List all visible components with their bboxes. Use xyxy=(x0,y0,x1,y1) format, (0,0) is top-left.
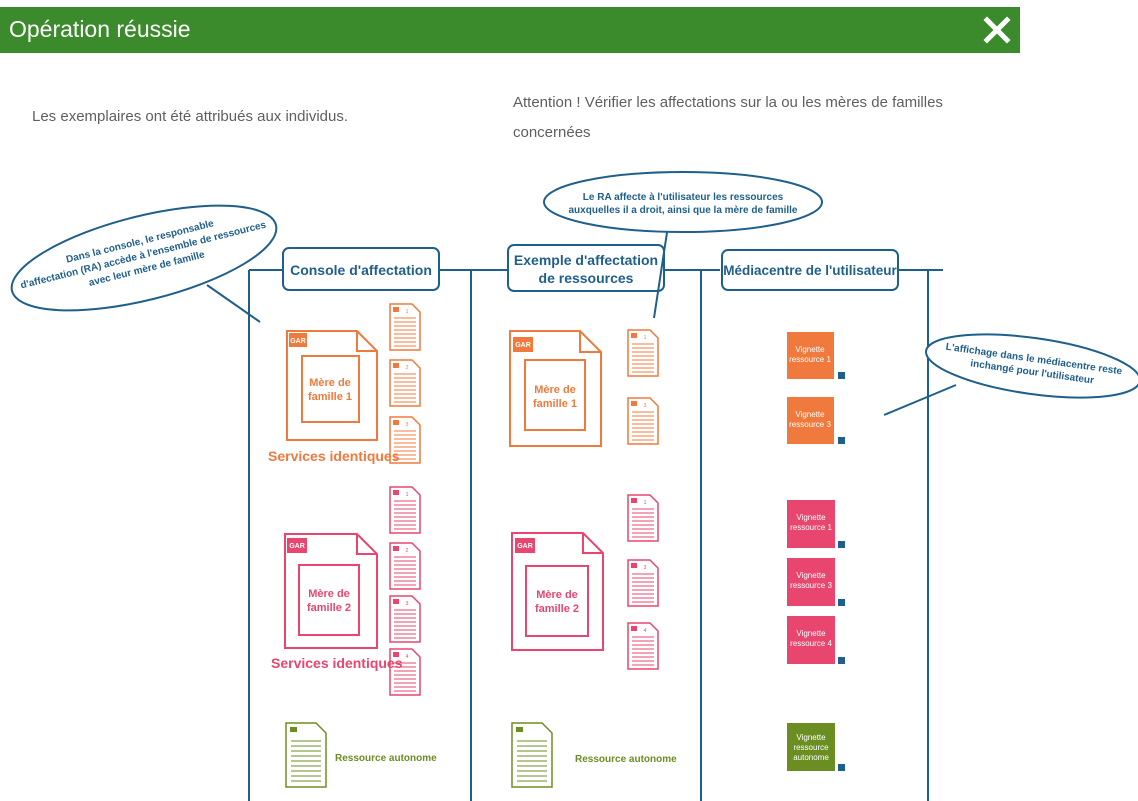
resource-doc: 2 xyxy=(389,542,421,590)
svg-text:Vignette: Vignette xyxy=(795,410,825,419)
message-right: Attention ! Vérifier les affectations su… xyxy=(513,94,943,141)
mere-de-famille-1-doc: GAR Mère de famille 1 xyxy=(509,330,602,447)
svg-text:3: 3 xyxy=(406,601,409,607)
resource-doc: 3 xyxy=(389,416,421,464)
vignette-tile: Vignette ressource 1 xyxy=(787,332,845,379)
svg-text:1: 1 xyxy=(644,500,647,506)
svg-text:Vignette: Vignette xyxy=(796,629,826,638)
ressource-autonome-label: Ressource autonome xyxy=(575,754,677,765)
resource-doc: 3 xyxy=(389,595,421,643)
svg-text:ressource 3: ressource 3 xyxy=(789,420,831,429)
mere-de-famille-2-doc: GAR Mère de famille 2 xyxy=(284,533,378,649)
svg-text:Le RA affecte à l'utilisateur: Le RA affecte à l'utilisateur les ressou… xyxy=(583,192,784,203)
svg-text:ressource 1: ressource 1 xyxy=(790,523,832,532)
speech-bubble-left: Dans la console, le responsable d'affect… xyxy=(10,204,278,323)
vignette-tile: Vignette ressource 4 xyxy=(787,616,845,664)
speech-bubble-top: Le RA affecte à l'utilisateur les ressou… xyxy=(543,171,823,319)
mere-de-famille-2-doc: GAR Mère de famille 2 xyxy=(511,532,604,651)
speech-bubble-right: L'affichage dans le médiacentre reste in… xyxy=(883,333,1138,416)
svg-text:3: 3 xyxy=(644,565,647,571)
svg-text:ressource 3: ressource 3 xyxy=(790,581,832,590)
resource-doc: 1 xyxy=(389,486,421,534)
services-identiques-label: Services identiques xyxy=(271,655,403,671)
svg-text:3: 3 xyxy=(644,403,647,409)
svg-text:ressource 1: ressource 1 xyxy=(789,355,831,364)
svg-text:Vignette: Vignette xyxy=(796,513,826,522)
resource-doc: 1 xyxy=(389,303,421,351)
vignette-tile: Vignette ressource 3 xyxy=(787,558,845,606)
svg-text:GAR: GAR xyxy=(290,338,306,345)
resource-doc: 2 xyxy=(389,359,421,407)
resource-doc: 1 xyxy=(627,494,659,542)
svg-text:GAR: GAR xyxy=(515,342,531,349)
svg-text:famille 2: famille 2 xyxy=(535,603,579,615)
svg-text:GAR: GAR xyxy=(289,543,305,550)
dialog-title: Opération réussie xyxy=(9,16,191,42)
message-left: Les exemplaires ont été attribués aux in… xyxy=(32,108,349,125)
svg-text:ressource 4: ressource 4 xyxy=(790,639,832,648)
svg-text:2: 2 xyxy=(406,365,409,371)
svg-text:Mère de: Mère de xyxy=(536,589,578,601)
svg-text:Console d'affectation: Console d'affectation xyxy=(290,262,432,278)
resource-doc: 3 xyxy=(627,397,659,445)
svg-text:2: 2 xyxy=(406,548,409,554)
vignette-tile: Vignette ressource autonome xyxy=(787,723,845,771)
svg-text:Vignette: Vignette xyxy=(796,733,826,742)
svg-text:famille 2: famille 2 xyxy=(307,602,351,614)
resource-autonome-doc xyxy=(285,722,327,788)
svg-text:1: 1 xyxy=(644,335,647,341)
resource-autonome-doc xyxy=(511,722,553,788)
vignette-tile: Vignette ressource 1 xyxy=(787,500,845,548)
dialog-header: Opération réussie xyxy=(0,7,1020,53)
resource-doc: 1 xyxy=(627,329,659,377)
svg-text:Vignette: Vignette xyxy=(795,345,825,354)
svg-text:Mère de: Mère de xyxy=(534,384,576,396)
svg-text:1: 1 xyxy=(406,492,409,498)
resource-doc: 4 xyxy=(627,622,659,670)
svg-text:Exemple d'affectation: Exemple d'affectation xyxy=(514,252,658,268)
close-button[interactable] xyxy=(978,11,1016,49)
svg-text:de ressources: de ressources xyxy=(539,270,634,286)
close-icon xyxy=(983,16,1011,44)
services-identiques-label: Services identiques xyxy=(268,448,400,464)
svg-text:Mère de: Mère de xyxy=(308,588,350,600)
resource-doc: 4 xyxy=(389,648,421,696)
ressource-autonome-label: Ressource autonome xyxy=(335,753,437,764)
svg-text:3: 3 xyxy=(406,422,409,428)
svg-text:1: 1 xyxy=(406,309,409,315)
resource-doc: 3 xyxy=(627,559,659,607)
column-title-mediacentre: Médiacentre de l'utilisateur xyxy=(721,249,899,291)
svg-text:famille 1: famille 1 xyxy=(533,398,577,410)
vignette-tile: Vignette ressource 3 xyxy=(787,397,845,444)
svg-text:ressource: ressource xyxy=(793,743,829,752)
column-title-exemple: Exemple d'affectation de ressources xyxy=(507,244,665,292)
svg-text:4: 4 xyxy=(644,628,647,634)
svg-text:autonome: autonome xyxy=(793,753,829,762)
svg-text:4: 4 xyxy=(406,654,409,660)
svg-text:auxquelles il a droit, ainsi q: auxquelles il a droit, ainsi que la mère… xyxy=(569,205,798,216)
svg-text:GAR: GAR xyxy=(517,543,533,550)
mere-de-famille-1-doc: GAR Mère de famille 1 xyxy=(286,330,378,441)
svg-text:Mère de: Mère de xyxy=(309,377,351,389)
svg-text:famille 1: famille 1 xyxy=(308,391,352,403)
svg-text:Vignette: Vignette xyxy=(796,571,826,580)
column-title-console: Console d'affectation xyxy=(282,247,440,291)
svg-text:Médiacentre de l'utilisateur: Médiacentre de l'utilisateur xyxy=(723,263,897,278)
